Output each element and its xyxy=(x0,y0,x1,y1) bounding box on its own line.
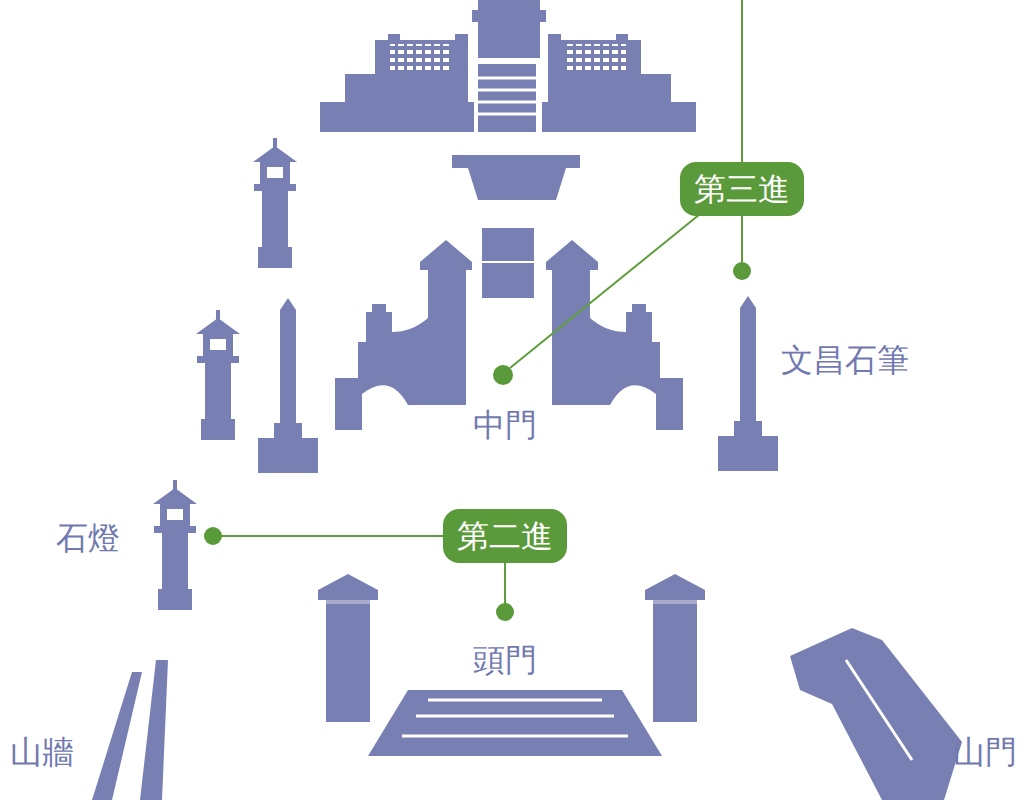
part-name: 石燈 xyxy=(56,519,120,557)
illustration-part xyxy=(320,34,474,132)
illustration-part xyxy=(416,715,614,718)
illustration-part xyxy=(493,365,513,385)
illustration-part xyxy=(253,138,297,268)
illustration-part xyxy=(478,89,536,92)
illustration-part xyxy=(478,64,536,132)
illustration-part xyxy=(153,480,197,610)
illustration-part xyxy=(402,735,628,738)
illustration-part xyxy=(733,262,751,280)
illustration-part xyxy=(741,210,743,262)
illustration-part xyxy=(478,113,536,116)
illustration-part xyxy=(258,298,318,473)
part-name: 文昌石筆 xyxy=(781,341,909,379)
section-pill: 第二進 xyxy=(443,509,567,563)
illustration-part xyxy=(320,34,474,132)
part-name: 中門 xyxy=(473,406,537,444)
illustration-part xyxy=(452,155,580,200)
illustration-part xyxy=(482,261,534,263)
illustration-part xyxy=(510,210,705,368)
illustration-part xyxy=(472,0,546,58)
section-pill: 第三進 xyxy=(680,162,804,216)
illustration-part xyxy=(196,310,240,440)
illustration-part xyxy=(478,77,536,80)
illustration-part xyxy=(428,699,602,702)
illustration-part xyxy=(402,700,628,736)
illustration-part xyxy=(221,535,480,537)
illustration-part xyxy=(335,240,472,430)
illustration-part xyxy=(645,574,705,722)
illustration-part xyxy=(546,240,683,430)
part-name: 頭門 xyxy=(473,641,537,679)
illustration-part xyxy=(718,296,778,471)
illustration-part xyxy=(741,0,743,170)
illustration-part xyxy=(846,660,912,760)
illustration-part xyxy=(140,660,168,800)
illustration-part xyxy=(478,101,536,104)
leader-lines xyxy=(221,0,742,604)
illustration-part xyxy=(478,78,536,114)
leader-dots xyxy=(204,262,751,621)
illustration-part xyxy=(542,34,696,132)
illustration-part xyxy=(482,228,534,298)
illustration-part xyxy=(335,304,428,430)
part-name: 山門 xyxy=(953,733,1017,771)
section-name: 第三進 xyxy=(694,170,790,208)
illustration-part xyxy=(368,690,662,756)
illustration-part xyxy=(92,672,142,800)
illustration-part xyxy=(504,556,506,604)
part-name: 山牆 xyxy=(10,733,74,771)
illustration-part xyxy=(204,527,222,545)
silhouettes xyxy=(92,0,962,800)
section-name: 第二進 xyxy=(457,517,553,555)
illustration-part xyxy=(390,44,452,74)
illustration-part xyxy=(496,603,514,621)
illustration-part xyxy=(790,628,962,800)
illustration-part xyxy=(318,574,378,722)
